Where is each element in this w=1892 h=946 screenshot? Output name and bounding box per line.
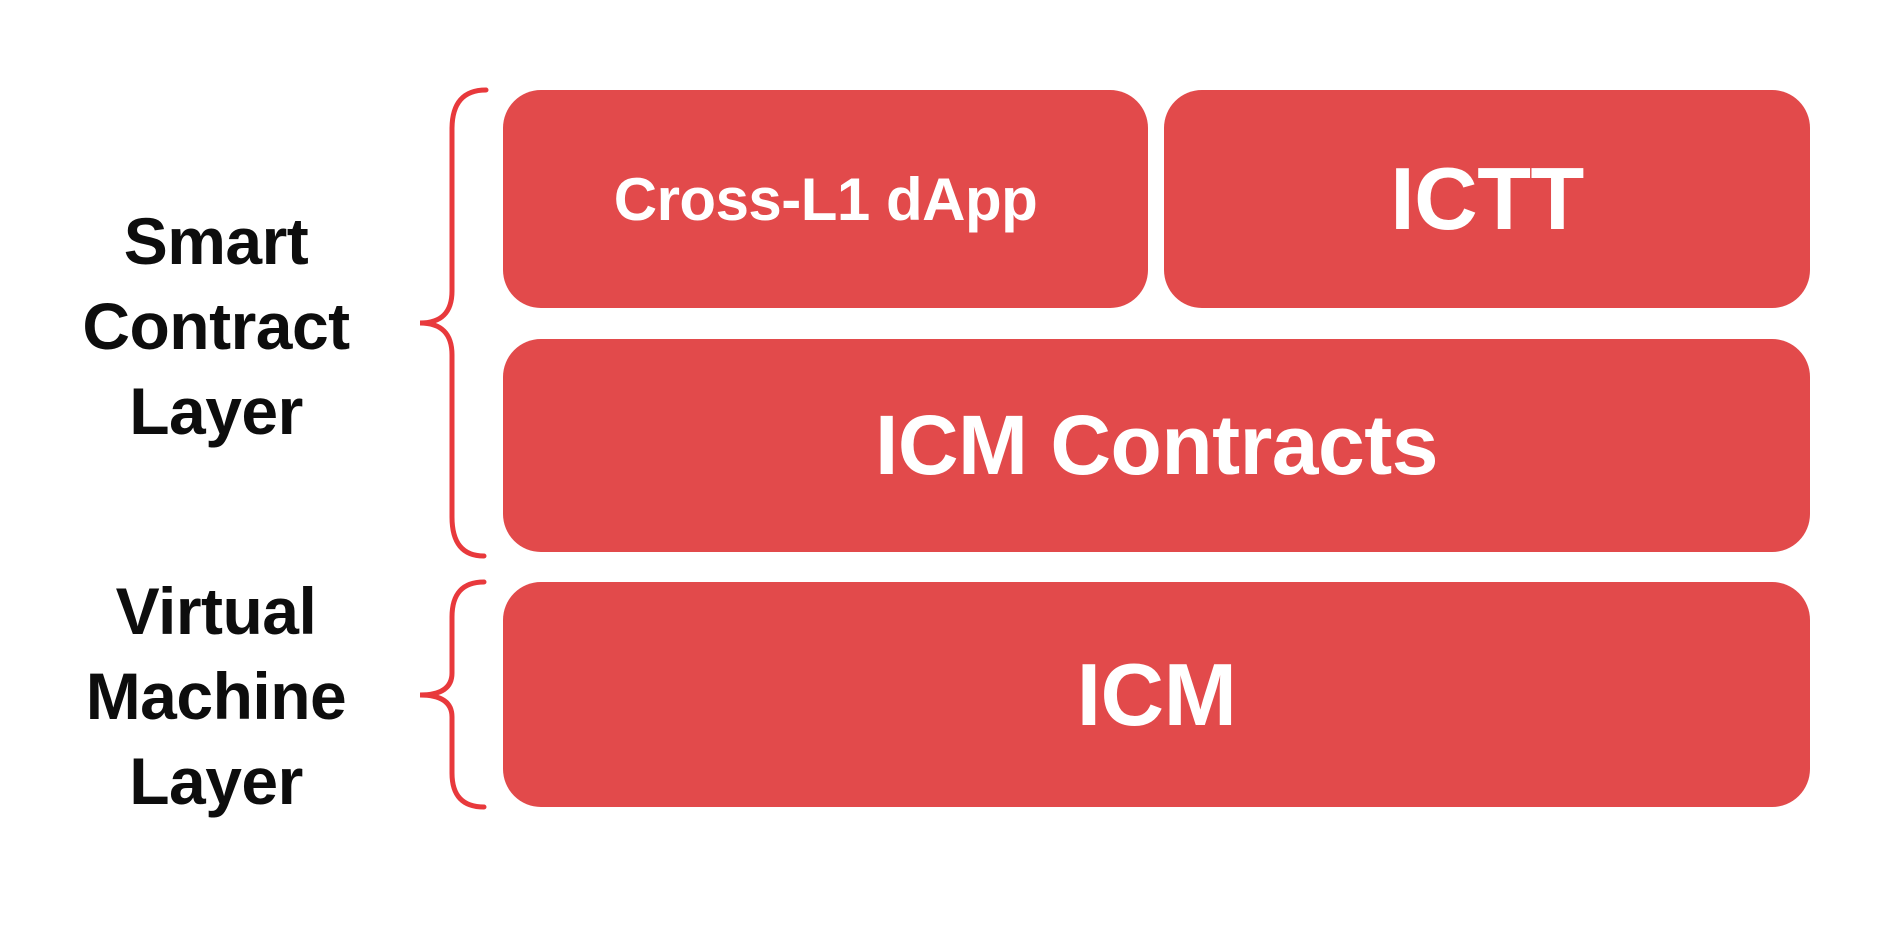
label-line: Layer xyxy=(129,374,303,448)
label-line: Virtual xyxy=(115,574,317,648)
label-line: Layer xyxy=(129,744,303,818)
smart-contract-layer-label: Smart Contract Layer xyxy=(6,199,426,454)
virtual-machine-layer-label: Virtual Machine Layer xyxy=(6,569,426,824)
icm-box: ICM xyxy=(503,582,1810,807)
ictt-box-label: ICTT xyxy=(1390,149,1584,248)
icm-contracts-box: ICM Contracts xyxy=(503,339,1810,552)
cross-l1-dapp-box-label: Cross-L1 dApp xyxy=(613,165,1038,233)
label-line: Machine xyxy=(85,659,347,733)
icm-contracts-box-label: ICM Contracts xyxy=(875,398,1438,492)
curly-brace-icon xyxy=(419,87,489,559)
label-line: Smart xyxy=(123,204,309,278)
curly-brace-icon xyxy=(419,579,487,810)
ictt-box: ICTT xyxy=(1164,90,1810,308)
label-line: Contract xyxy=(82,289,350,363)
cross-l1-dapp-box: Cross-L1 dApp xyxy=(503,90,1148,308)
icm-box-label: ICM xyxy=(1076,644,1237,744)
